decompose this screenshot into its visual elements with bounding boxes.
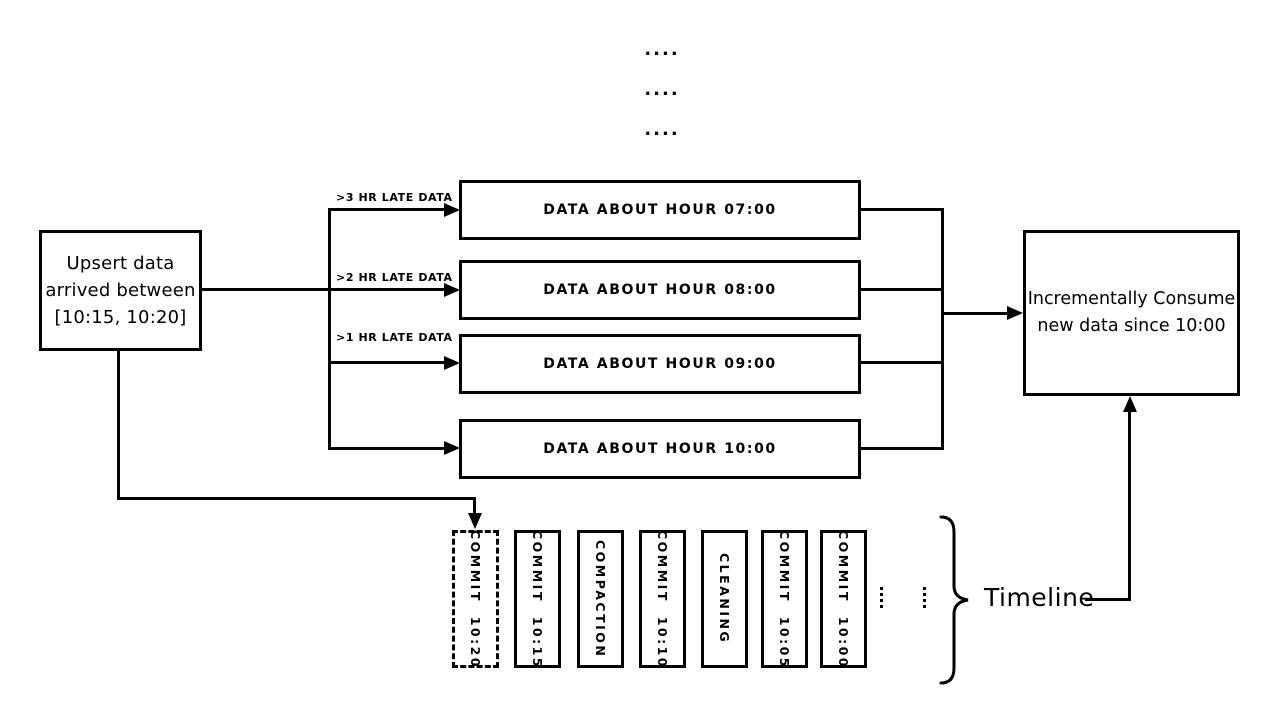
connector-source-down [117,351,120,498]
timeline-entry-label: COMMIT 10:00 [836,529,851,669]
timeline-entry-label: COMMIT 10:10 [655,529,670,669]
upsert-source-box: Upsert data arrived between [10:15, 10:2… [39,230,202,351]
timeline-ellipsis [880,587,883,608]
connector-timeline-across [1085,597,1131,601]
arrowhead-branch-0900 [444,355,460,370]
connector-merge-0900 [861,361,944,364]
timeline-label: Timeline [984,583,1095,612]
timeline-brace [939,515,969,685]
timeline-entry-label: COMMIT 10:05 [777,529,792,669]
connector-right-trunk [941,208,944,450]
upsert-source-line: arrived between [45,280,196,301]
connector-branch-0700 [330,208,445,211]
incremental-consumer-box: Incrementally Consume new data since 10:… [1023,230,1240,396]
arrowhead-branch-0800 [444,282,460,297]
connector-source-to-trunk [202,288,330,291]
incremental-consumer-line: new data since 10:00 [1037,316,1226,336]
timeline-entry-commit-1000: COMMIT 10:00 [820,529,867,669]
connector-timeline-up [1128,410,1131,600]
connector-source-drop [473,496,476,515]
connector-source-across [117,496,476,500]
timeline-entry-label: CLEANING [717,553,732,645]
connector-branch-1000 [330,446,445,450]
timeline-entry-commit-1015: COMMIT 10:15 [514,529,561,669]
upsert-source-line: [10:15, 10:20] [54,307,187,328]
timeline-entry-commit-1010: COMMIT 10:10 [639,529,686,669]
connector-to-consumer [941,311,1008,315]
timeline-entry-label: COMMIT 10:15 [530,529,545,669]
connector-merge-0800 [861,288,944,291]
top-ellipsis: .... .... .... [620,30,704,150]
timeline-entry-label: COMPACTION [593,539,608,659]
late-data-label-3hr: >3 HR LATE DATA [336,191,453,204]
arrowhead-to-commit [467,513,482,529]
hour-data-box-0900: DATA ABOUT HOUR 09:00 [459,334,861,394]
top-ellipsis-row: .... [644,39,680,60]
connector-branch-0900 [330,361,445,364]
top-ellipsis-row: .... [644,119,680,140]
timeline-ellipsis [923,587,926,608]
connector-merge-1000 [861,446,944,450]
hour-data-box-1000: DATA ABOUT HOUR 10:00 [459,419,861,479]
connector-left-trunk [328,208,331,450]
hour-data-label: DATA ABOUT HOUR 10:00 [543,441,777,457]
top-ellipsis-row: .... [644,79,680,100]
hour-data-box-0800: DATA ABOUT HOUR 08:00 [459,260,861,320]
hour-data-label: DATA ABOUT HOUR 07:00 [543,202,777,218]
hour-data-box-0700: DATA ABOUT HOUR 07:00 [459,180,861,240]
hour-data-label: DATA ABOUT HOUR 09:00 [543,356,777,372]
timeline-entry-commit-1005: COMMIT 10:05 [761,529,808,669]
timeline-entry-compaction: COMPACTION [577,530,624,668]
arrowhead-to-consumer [1007,306,1023,320]
connector-branch-0800 [330,288,445,291]
hour-data-label: DATA ABOUT HOUR 08:00 [543,282,777,298]
upsert-source-line: Upsert data [66,253,175,274]
arrowhead-branch-1000 [444,441,460,455]
timeline-entry-cleaning: CLEANING [701,530,748,668]
arrowhead-branch-0700 [444,202,460,217]
timeline-entry-label: COMMIT 10:20 [468,529,483,669]
late-data-label-2hr: >2 HR LATE DATA [336,271,453,284]
connector-merge-0700 [861,208,944,211]
incremental-consumer-line: Incrementally Consume [1027,288,1236,309]
timeline-entry-commit-1020: COMMIT 10:20 [452,529,499,669]
late-data-label-1hr: >1 HR LATE DATA [336,331,453,344]
arrowhead-timeline-to-consumer [1122,396,1137,412]
